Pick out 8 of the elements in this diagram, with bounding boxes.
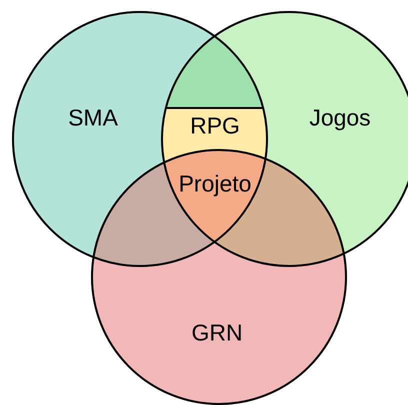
venn-circle xyxy=(91,149,347,405)
venn-circle xyxy=(12,11,268,267)
set-label: GRN xyxy=(191,320,243,346)
venn-circle xyxy=(161,11,408,267)
overlap-label: Projeto xyxy=(178,170,252,198)
set-label: SMA xyxy=(68,104,118,132)
set-label: Jogos xyxy=(309,104,371,132)
overlap-label: RPG xyxy=(190,112,240,140)
